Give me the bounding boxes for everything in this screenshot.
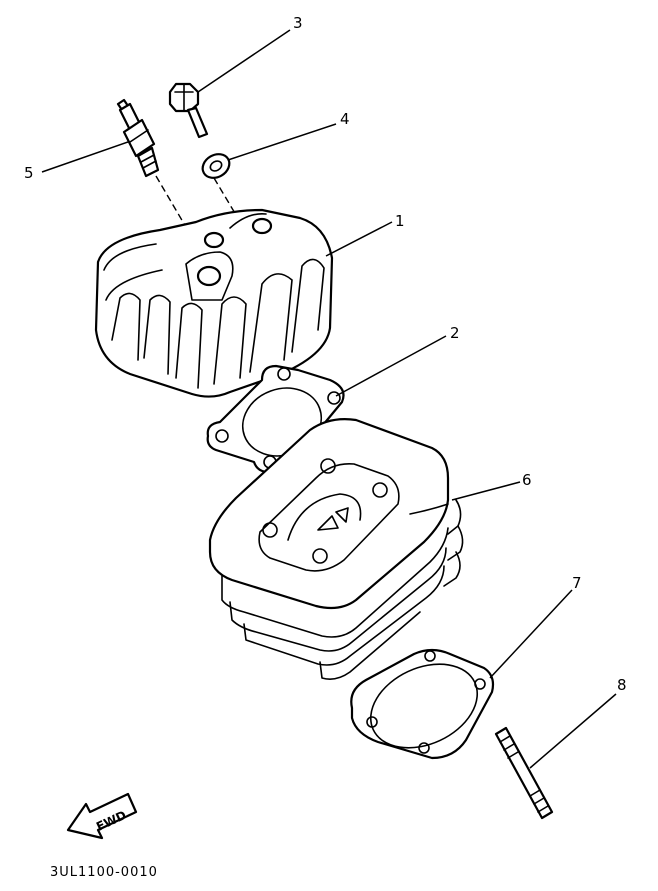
- bolt-part-3: [168, 82, 209, 139]
- leader-line-5: [41, 141, 129, 173]
- callout-1: 1: [395, 212, 405, 230]
- callout-8: 8: [617, 676, 627, 694]
- callout-3: 3: [293, 14, 303, 32]
- callout-4: 4: [340, 110, 350, 128]
- stud-bolt-part-8: [494, 726, 554, 820]
- cylinder-part-6: [208, 418, 464, 680]
- spark-plug-part-5: [116, 98, 160, 178]
- callout-5: 5: [24, 164, 34, 182]
- leader-line-3: [197, 29, 291, 93]
- leader-line-6: [451, 481, 521, 501]
- leader-line-2: [335, 335, 447, 397]
- drawing-code: 3UL1100-0010: [50, 865, 158, 880]
- callout-7: 7: [572, 574, 582, 592]
- fwd-arrow: FWD: [66, 792, 138, 840]
- callout-2: 2: [450, 324, 460, 342]
- base-gasket-part-7: [350, 648, 495, 760]
- leader-line-1: [325, 221, 393, 257]
- leader-line-4: [227, 123, 337, 161]
- washer-part-4: [201, 153, 231, 179]
- leader-line-8: [529, 693, 617, 769]
- cylinder-head-part-1: [94, 208, 334, 398]
- leader-line-7: [489, 589, 573, 679]
- callout-6: 6: [522, 471, 532, 489]
